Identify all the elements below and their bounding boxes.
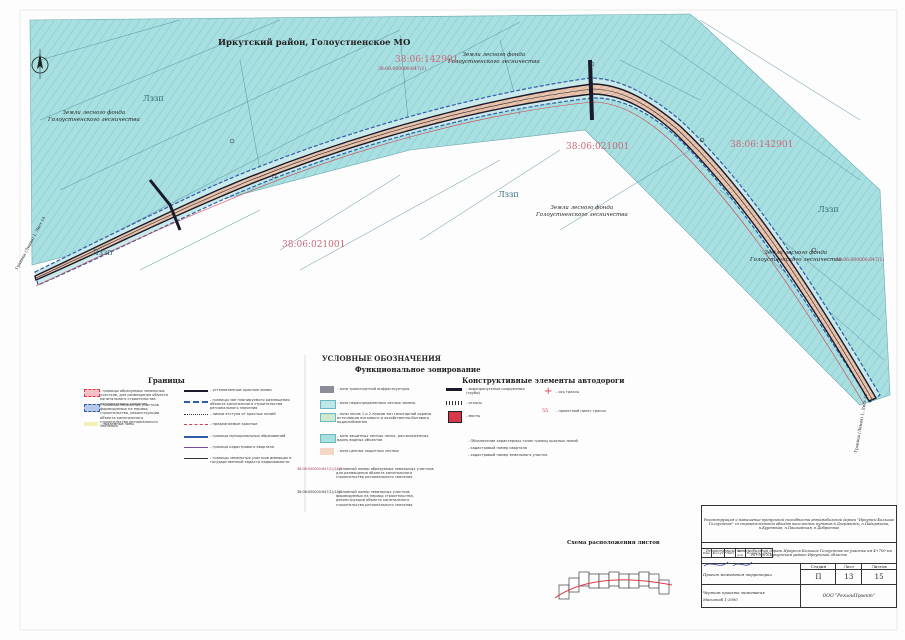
legend-swatch	[84, 389, 100, 397]
legend-col3-title: Конструктивные элементы автодороги	[462, 376, 625, 385]
legend-item: - линии отступа от красных линий	[210, 412, 276, 416]
legend-item: - откосы	[466, 401, 482, 405]
legend-item: - кадастровый номер квартала	[468, 446, 527, 450]
legend-item: - зона ценных защитных лесных	[337, 449, 399, 453]
legend-item: - зона транспортной инфраструктуры	[337, 387, 410, 391]
cadastral-grid	[39, 19, 885, 361]
north-arrow-icon	[31, 49, 49, 79]
picket-code: 55	[542, 408, 549, 414]
revision-table: Изм Кол.уч Лист № док. Подпись Дата	[701, 548, 773, 558]
title-block: Реконструкция и повышение пропускной спо…	[700, 505, 897, 608]
legend-code: 38:06:000000:647(1)/15/1	[297, 490, 343, 494]
legend-item: - граница муниципальных образований	[210, 434, 286, 438]
col-header: Кол.уч	[710, 548, 726, 558]
sheet-layout-scheme	[554, 571, 673, 600]
legend-item: - проектный пикет трассы	[556, 409, 607, 413]
legend-item: - зона нераспределенных лесных земель	[337, 401, 416, 405]
scheme-title: Схема расположения листов	[567, 540, 660, 546]
axis-icon: +	[544, 386, 553, 397]
col-header: Лист	[724, 548, 737, 558]
legend-swatch	[84, 404, 100, 412]
parcel-number-label: 38:06:000000:647(1)	[836, 258, 885, 263]
legend-swatch	[320, 386, 334, 393]
road-corridor-band	[34, 77, 881, 403]
district-title: Иркутский район, Голоустненское МО	[218, 38, 411, 48]
legend-item: - Обозначение характерных точек границ к…	[468, 439, 578, 443]
legend-line	[184, 401, 208, 403]
legend-item: - границы земельных участков имеющих в г…	[210, 456, 292, 465]
legend-item: - границы зон планируемого размещения об…	[210, 398, 290, 411]
legend-item: - водопропускные сооружения (трубы)	[466, 387, 525, 396]
project-description: Реконструкция и повышение пропускной спо…	[701, 505, 897, 543]
company-name: ООО "РегионПроект"	[800, 584, 897, 608]
lzp-label: Лззп	[92, 248, 113, 257]
cadastral-block-label: 38:06:021001	[282, 240, 346, 250]
cadastral-block-label: 38:06:142901	[395, 55, 459, 65]
sheets-value: 15	[861, 569, 897, 585]
legend-swatch	[84, 422, 98, 426]
pipe-icon	[446, 388, 462, 391]
slope-icon	[446, 401, 462, 405]
col-header: Подпись	[744, 548, 763, 558]
sheet-value: 13	[835, 569, 863, 585]
drawing-title-cell: Чертеж проекта межевания Масштаб 1:2000	[700, 584, 802, 608]
road-body	[34, 83, 878, 402]
legend-item: - условный номер земельных участков форм…	[336, 490, 414, 507]
legend-line	[184, 390, 208, 392]
legend-item: - ось трассы	[556, 390, 580, 394]
cadastral-block-label: 38:06:021001	[566, 142, 630, 152]
legend-title: УСЛОВНЫЕ ОБОЗНАЧЕНИЯ	[322, 354, 441, 363]
col-header: Изм	[701, 548, 712, 558]
red-line	[35, 101, 865, 405]
legend-item: - установленные красные линии	[210, 388, 272, 392]
legend-item: - граница кадастрового квартала	[210, 445, 275, 449]
col-header: № док.	[735, 548, 746, 558]
drawing-title: Чертеж проекта межевания	[703, 590, 765, 595]
cadastral-block-label: 38:06:142901	[730, 140, 794, 150]
legend-line	[184, 436, 208, 438]
lzp-label: Лззп	[498, 190, 519, 199]
legend-line	[184, 447, 208, 448]
parcel-number-label: 38:06:000000:647(1)	[378, 67, 427, 72]
legend-code: 38:06:000000:647(1)/15/1	[297, 467, 343, 471]
legend-item: - границы земельных участков формируемых…	[100, 403, 160, 429]
legend-item: - зона защитных лесных полос, расположен…	[337, 434, 429, 443]
lzp-label: Лззп	[818, 205, 839, 214]
sheet-title: Проект межевания территории	[700, 563, 802, 585]
legend-item: - границы образуемых земельных участков,…	[100, 389, 168, 406]
legend-line	[184, 414, 208, 415]
legend-item: - кадастровый номер земельного участка	[468, 453, 548, 457]
legend-item: - условный номер образуемых земельных уч…	[336, 467, 434, 480]
legend-col1-title: Границы	[148, 376, 185, 385]
bridge-icon	[448, 411, 462, 423]
legend-swatch	[320, 448, 334, 455]
legend-swatch	[320, 434, 336, 443]
legend-item: - зоны лесов 1 и 2 поясов зон санитарной…	[337, 412, 432, 425]
lzp-label: Лззп	[143, 94, 164, 103]
legend-col2-title: Функциональное зонирование	[355, 365, 481, 374]
col-header: Дата	[761, 548, 773, 558]
stage-value: П	[800, 569, 837, 585]
legend-swatch	[320, 413, 336, 422]
legend-item: - мосты	[466, 414, 481, 418]
road-axis	[35, 88, 873, 400]
legend-line	[184, 424, 208, 425]
legend-item: - предлагаемые красные	[210, 422, 258, 426]
legend-item: - подземные зоны	[100, 422, 135, 426]
legend-line	[184, 458, 208, 459]
legend-swatch	[320, 400, 336, 409]
drawing-scale: Масштаб 1:2000	[703, 597, 738, 602]
